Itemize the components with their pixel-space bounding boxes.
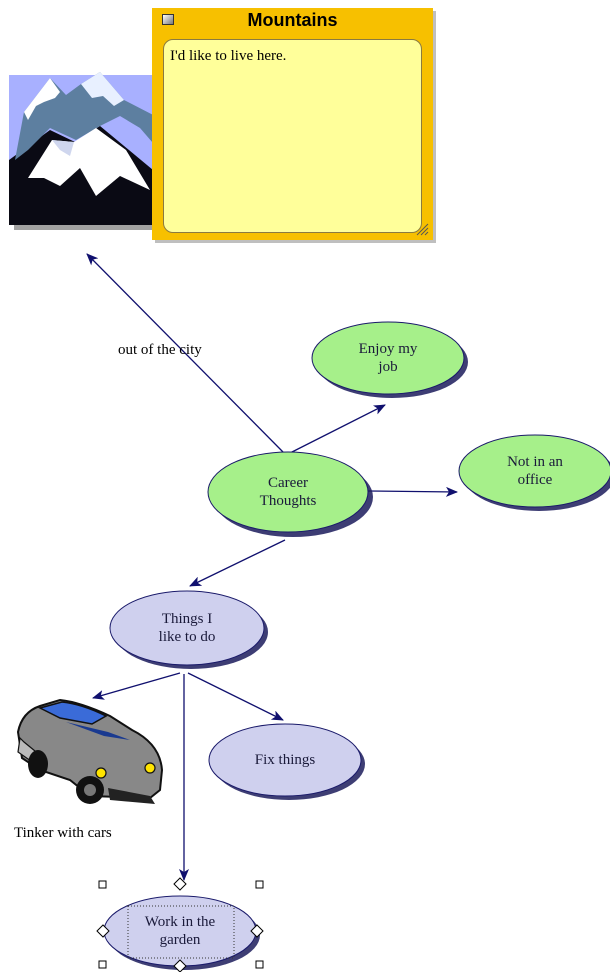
note-body[interactable]: I'd like to live here.	[163, 39, 422, 233]
link-career-to-office[interactable]	[367, 486, 458, 497]
note-title: Mountains	[247, 10, 338, 30]
link-label-out-of-the-city: out of the city	[118, 342, 202, 358]
link-things-to-car[interactable]	[92, 672, 181, 700]
node-not-in-an-office[interactable]	[458, 434, 610, 508]
note-collapse-icon[interactable]	[162, 14, 174, 25]
link-career-to-enjoy[interactable]	[289, 404, 386, 454]
link-things-to-fix[interactable]	[187, 672, 284, 721]
mountain-icon[interactable]	[9, 72, 164, 230]
node-career-thoughts[interactable]	[207, 451, 369, 533]
node-things-i-like[interactable]	[109, 590, 265, 666]
selection-handles[interactable]	[96, 877, 264, 972]
note-window[interactable]: Mountains I'd like to live here.	[152, 8, 433, 240]
car-icon[interactable]	[16, 698, 164, 804]
resize-grip-icon[interactable]	[415, 222, 429, 236]
link-career-to-things[interactable]	[189, 539, 286, 587]
node-enjoy-my-job[interactable]	[311, 321, 465, 395]
node-fix-things[interactable]	[208, 723, 362, 797]
label-tinker-with-cars: Tinker with cars	[14, 825, 112, 841]
link-career-to-mountains[interactable]	[86, 253, 284, 453]
